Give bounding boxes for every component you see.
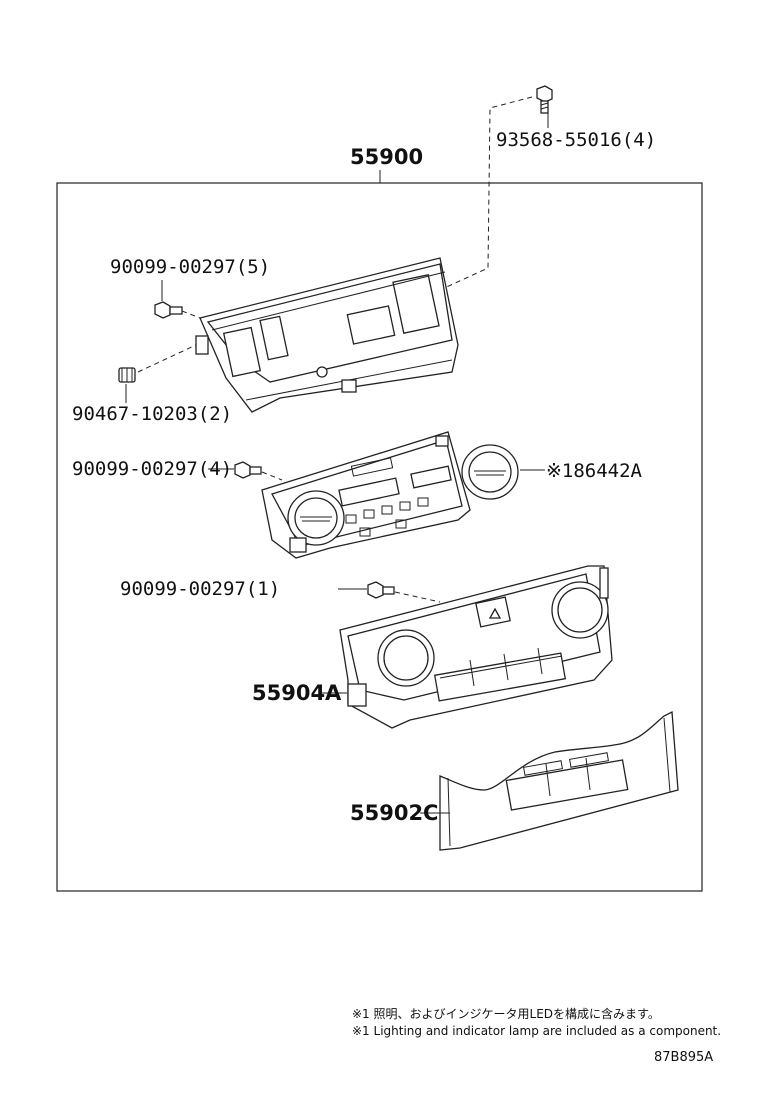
screw-top-part <box>536 85 553 114</box>
screw-5-part <box>154 301 183 319</box>
label-lamp-assy: ※186442A <box>546 460 643 482</box>
label-screw-4: 90099-00297(4) <box>72 458 232 480</box>
label-assembly-55900: 55900 <box>350 145 423 169</box>
cover-plate-part <box>439 710 679 851</box>
note-japanese: ※1 照明、およびインジケータ用LEDを構成に含みます。 <box>352 1006 660 1021</box>
rear-frame-bracket <box>195 257 459 413</box>
screw-4-part <box>234 461 262 479</box>
label-control-panel: 55904A <box>252 681 342 705</box>
label-pin: 90467-10203(2) <box>72 403 232 425</box>
lamp-board-assembly <box>261 431 519 559</box>
label-screw-top: 93568-55016(4) <box>496 129 656 151</box>
label-cover-plate: 55902C <box>350 801 438 825</box>
pin-part <box>118 367 136 383</box>
label-screw-5: 90099-00297(5) <box>110 256 270 278</box>
figure-code: 87B895A <box>654 1050 713 1065</box>
control-panel-part <box>339 565 613 729</box>
note-english: ※1 Lighting and indicator lamp are inclu… <box>352 1024 721 1038</box>
label-screw-1: 90099-00297(1) <box>120 578 280 600</box>
screw-1-part <box>367 581 395 599</box>
